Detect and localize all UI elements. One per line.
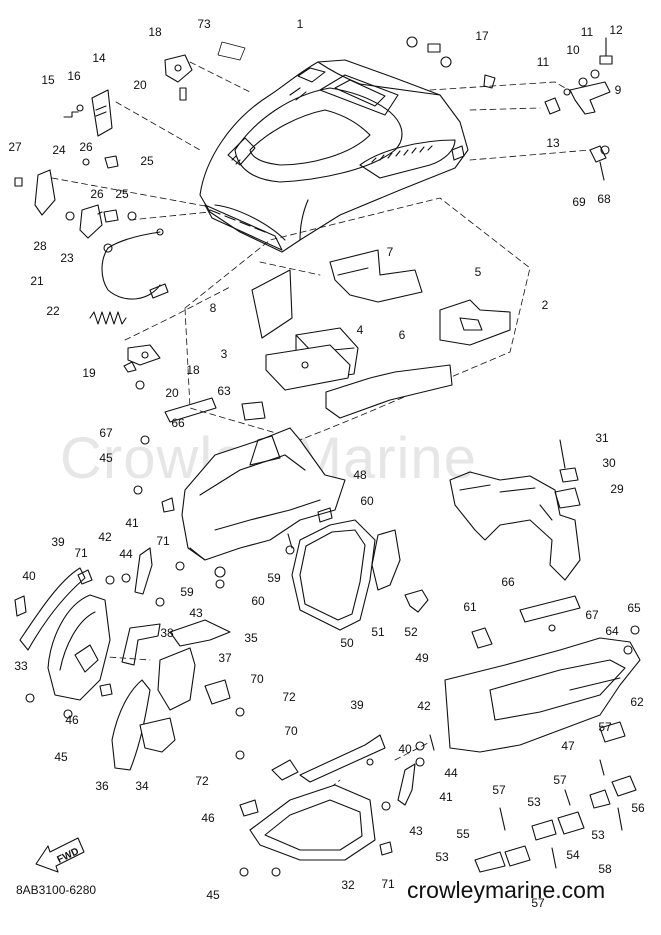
lower-pan-group <box>235 734 425 877</box>
site-url: crowleymarine.com <box>407 877 606 903</box>
lower-right-panel <box>415 595 641 873</box>
panel-set-group <box>184 197 531 441</box>
hood-cowling <box>199 59 469 253</box>
upper-right-parts <box>406 36 613 181</box>
fwd-arrow-icon: FWD <box>35 837 85 873</box>
console-group <box>133 397 429 631</box>
frame-bracket <box>449 439 581 581</box>
drawing-code: 8AB3100-6280 <box>16 883 97 897</box>
left-side-group <box>14 547 245 771</box>
upper-left-parts <box>14 41 246 390</box>
